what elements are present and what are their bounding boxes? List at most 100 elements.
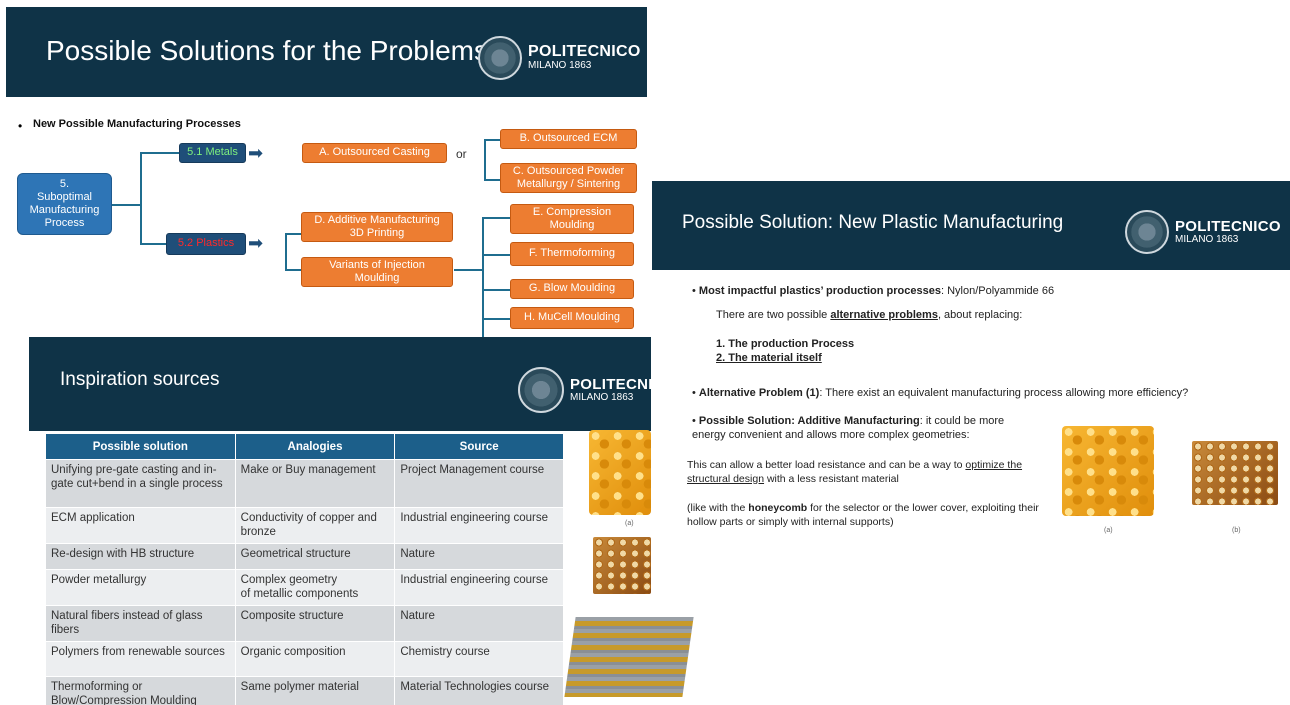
slide-possible-solutions: Possible Solutions for the Problems POLI…: [6, 7, 647, 342]
caption-b: (b): [1232, 527, 1241, 534]
paragraph-honeycomb: (like with the honeycomb for the selecto…: [687, 502, 1042, 529]
two-problems-text: There are two possible alternative probl…: [716, 308, 1022, 322]
text: There are two possible: [716, 309, 831, 321]
table-cell: Organic composition: [234, 640, 396, 677]
box-compression-moulding: E. Compression Moulding: [510, 204, 634, 234]
text: with a less resistant material: [764, 472, 899, 485]
connector: [140, 152, 182, 154]
seal-icon: [518, 367, 564, 413]
list-item: 2. The material itself: [716, 352, 822, 364]
connector: [285, 233, 287, 271]
politecnico-logo: POLITECNI MILANO 1863: [518, 367, 651, 413]
table-row: Polymers from renewable sources Organic …: [45, 640, 564, 677]
table-cell: Geometrical structure: [234, 543, 396, 570]
logo-sub-text: MILANO 1863: [570, 391, 634, 403]
seal-icon: [1125, 210, 1169, 254]
column-header: Analogies: [234, 433, 396, 460]
connector: [482, 254, 510, 256]
table-row: Thermoforming or Blow/Compression Mouldi…: [45, 675, 564, 705]
box-additive-manufacturing: D. Additive Manufacturing 3D Printing: [301, 212, 453, 242]
connector: [484, 139, 500, 141]
table-cell: Nature: [394, 543, 564, 570]
seal-icon: [478, 36, 522, 80]
plastics-box: 5.2 Plastics: [166, 233, 246, 255]
connector: [482, 289, 510, 291]
bullet-dot: •: [18, 119, 23, 133]
table-cell: Make or Buy management: [234, 459, 396, 508]
column-header: Source: [394, 433, 564, 460]
table-cell: Industrial engineering course: [394, 569, 564, 606]
box-thermoforming: F. Thermoforming: [510, 242, 634, 266]
bold-text: alternative problems: [830, 309, 938, 321]
table-cell: Thermoforming or Blow/Compression Mouldi…: [45, 675, 236, 705]
honeycomb-photo-image: [593, 537, 651, 594]
inspiration-table: Possible solution Analogies Source Unify…: [45, 433, 564, 705]
table-cell: Natural fibers instead of glass fibers: [45, 604, 236, 642]
honeycomb-render-image: [1062, 426, 1154, 516]
box-blow-moulding: G. Blow Moulding: [510, 279, 634, 299]
text: (like with the: [687, 502, 749, 514]
table-cell: Powder metallurgy: [45, 569, 236, 606]
text: for the selector or the lower cover, exp…: [687, 502, 1039, 528]
bold-text: Alternative Problem (1): [698, 387, 820, 399]
honeycomb-render-image: [589, 430, 651, 515]
politecnico-logo: POLITECNICO MILANO 1863: [1125, 210, 1281, 254]
text: : Nylon/Polyammide 66: [940, 285, 1055, 297]
table-cell: Industrial engineering course: [394, 507, 564, 544]
arrow-right-icon: ➡: [248, 233, 264, 253]
table-cell: Composite structure: [234, 604, 396, 642]
box-outsourced-ecm: B. Outsourced ECM: [500, 129, 637, 149]
table-cell: Unifying pre-gate casting and in-gate cu…: [45, 459, 236, 508]
box-injection-variants: Variants of Injection Moulding: [301, 257, 453, 287]
connector: [482, 217, 484, 342]
paragraph-load: This can allow a better load resistance …: [687, 459, 1042, 486]
table-cell: Project Management course: [394, 459, 564, 508]
box-outsourced-powder: C. Outsourced Powder Metallurgy / Sinter…: [500, 163, 637, 193]
bullet-processes: • Most impactful plastics’ production pr…: [692, 285, 1055, 297]
caption-a: (a): [1104, 527, 1113, 534]
logo-sub-text: MILANO 1863: [528, 60, 592, 72]
table-cell: Chemistry course: [394, 640, 564, 677]
table-cell: Polymers from renewable sources: [45, 640, 236, 677]
caption-a: (a): [625, 520, 634, 527]
bullet-alt-problem: • Alternative Problem (1): There exist a…: [692, 387, 1189, 399]
table-row: Re-design with HB structure Geometrical …: [45, 543, 564, 570]
connector: [140, 152, 142, 245]
politecnico-logo: POLITECNICO MILANO 1863: [478, 36, 641, 80]
text: This can allow a better load resistance …: [687, 459, 966, 471]
table-cell: Material Technologies course: [394, 675, 564, 705]
column-header: Possible solution: [45, 433, 236, 460]
slide-inspiration-sources: Inspiration sources POLITECNI MILANO 186…: [29, 337, 651, 705]
connector: [454, 269, 484, 271]
box-mucell-moulding: H. MuCell Moulding: [510, 307, 634, 329]
text: : it could be more energy convenient and…: [692, 415, 1005, 442]
honeycomb-photo-image: [1192, 441, 1278, 505]
metals-box: 5.1 Metals: [179, 143, 246, 163]
connector: [285, 269, 301, 271]
bold-text: Most impactful plastics’ production proc…: [698, 285, 941, 297]
connector: [140, 243, 166, 245]
root-box: 5. Suboptimal Manufacturing Process: [17, 173, 112, 235]
logo-main-text: POLITECNICO: [1175, 217, 1281, 235]
arrow-right-icon: ➡: [248, 143, 264, 163]
table-cell: ECM application: [45, 507, 236, 544]
slide-new-plastic-manufacturing: Possible Solution: New Plastic Manufactu…: [652, 181, 1290, 541]
or-label: or: [456, 147, 467, 161]
connector: [285, 233, 301, 235]
logo-main-text: POLITECNICO: [528, 43, 641, 61]
logo-main-text: POLITECNI: [570, 375, 651, 393]
connector: [484, 179, 500, 181]
table-cell: Same polymer material: [234, 675, 396, 705]
table-row: Powder metallurgy Complex geometry of me…: [45, 569, 564, 606]
connector: [484, 139, 486, 181]
composite-layers-image: [564, 617, 694, 697]
text: , about replacing:: [937, 309, 1023, 321]
bold-text: Possible Solution: Additive Manufacturin…: [698, 415, 920, 427]
slide-title: Possible Solutions for the Problems: [46, 35, 488, 66]
slide-title-band: [652, 181, 1290, 270]
bullet-additive: • Possible Solution: Additive Manufactur…: [692, 415, 1005, 442]
table-row: Unifying pre-gate casting and in-gate cu…: [45, 459, 564, 508]
bold-text: honeycomb: [748, 502, 808, 514]
connector: [112, 204, 142, 206]
connector: [482, 318, 510, 320]
